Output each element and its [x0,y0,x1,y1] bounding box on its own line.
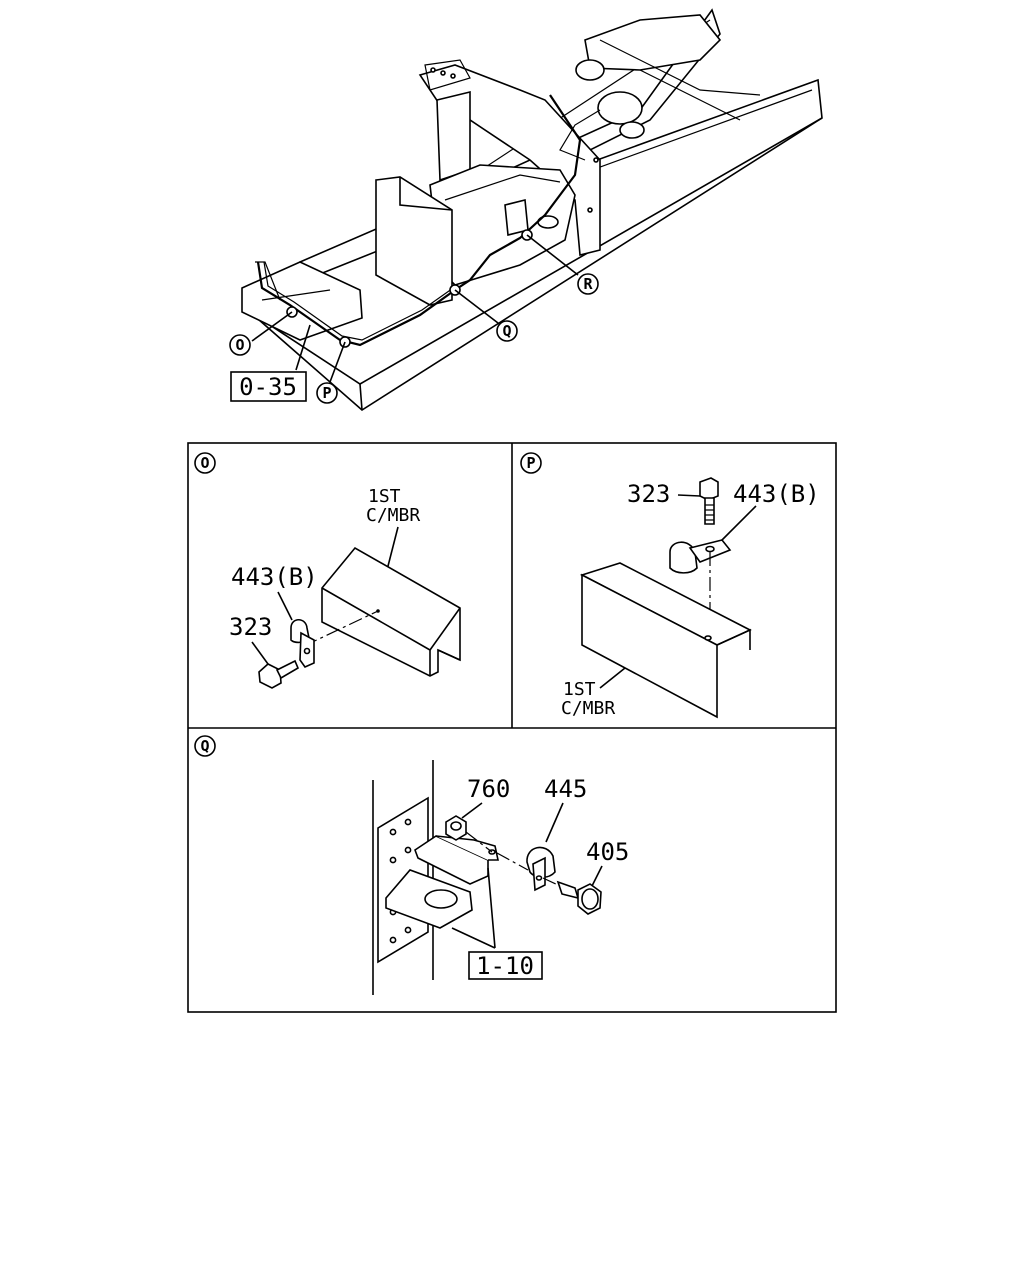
nut-760[interactable] [445,815,467,841]
label-443b: 443(B) [733,480,820,508]
cross-member-o [321,546,461,677]
rear-frame [559,14,761,161]
svg-text:P: P [526,454,535,472]
cross-member-second [418,59,601,257]
label-405: 405 [586,838,629,866]
pipe-clip-445[interactable] [526,846,556,892]
svg-text:O: O [200,454,209,472]
panel-o: O 1ST C/MBR 443(B) 323 [194,452,461,689]
mounting-bracket [377,796,499,964]
callout-p[interactable]: P [316,382,338,404]
panel-q-marker: Q [194,735,216,757]
label-445: 445 [544,775,587,803]
ref-box-1-10[interactable]: 1-10 [451,867,543,980]
bolt-405[interactable] [556,880,602,915]
heat-shield-panel [375,176,453,306]
bolt-323[interactable] [258,659,300,689]
callout-r[interactable]: R [577,273,599,295]
ref-box-overview[interactable]: 0-35 [230,371,307,402]
label-760: 760 [467,775,510,803]
panel-p-marker: P [520,452,542,474]
label-323: 323 [627,480,670,508]
member-label-line1: 1ST [563,679,596,700]
panel-p: P 323 443(B) 1ST C/MBR [520,452,820,719]
svg-text:P: P [322,384,331,402]
svg-text:R: R [583,275,593,293]
fuel-pipe [256,94,582,347]
cross-member-p [579,562,752,719]
panel-q: Q 760 [194,735,629,995]
callout-o[interactable]: O [229,334,251,356]
svg-text:1-10: 1-10 [476,952,534,980]
svg-text:0-35: 0-35 [239,373,297,401]
pipe-clip-443b[interactable] [290,618,315,668]
svg-text:O: O [235,336,244,354]
label-443b: 443(B) [231,563,318,591]
svg-text:Q: Q [502,322,511,340]
panel-o-marker: O [194,452,216,474]
bolt-323[interactable] [699,477,719,525]
chassis-overview: O P Q R 0-35 [229,8,823,411]
svg-text:Q: Q [200,737,209,755]
member-label-line1: 1ST [368,486,401,507]
callout-q[interactable]: Q [496,320,518,342]
member-label-line2: C/MBR [366,505,420,526]
detail-grid [187,442,837,1013]
pipe-clip-443b[interactable] [669,539,732,574]
label-323: 323 [229,613,272,641]
member-label-line2: C/MBR [561,698,615,719]
